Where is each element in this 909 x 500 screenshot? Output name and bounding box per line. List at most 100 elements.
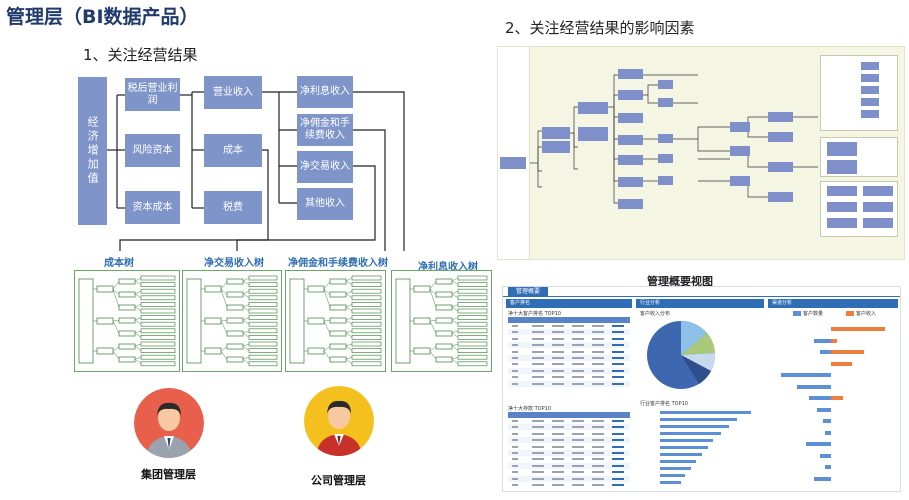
persona-label-group: 集团管理层 [141,468,196,481]
factor-root-box [500,157,526,169]
factor-box [768,162,793,172]
table-title-2: 净十大存款 TOP10 [508,406,551,412]
data-table-2 [508,418,630,490]
factor-box [658,154,673,163]
factor-box [618,69,643,79]
bar [825,465,831,469]
panel-header-2: 渠道分析 [768,299,898,308]
table-row [508,374,630,381]
bar-chart-right [771,323,897,489]
bar [814,338,831,343]
bar [660,453,703,456]
data-table-1 [508,323,630,387]
person-icon [134,388,204,458]
table-row [508,342,630,349]
bar [831,350,864,354]
factor-box [768,132,793,142]
bar-chart-middle [640,407,764,489]
factor-box [618,177,643,187]
table-row [508,329,630,336]
bar [825,430,831,435]
factor-box [618,155,643,165]
table-header [508,412,630,418]
factor-box [730,122,750,132]
tree-label-3: 净利息收入树 [418,262,478,273]
table-row [508,348,630,355]
table-row [508,335,630,342]
table-row [508,469,630,476]
pie-chart [647,320,716,389]
col3-box-3: 其他收入 [297,188,353,220]
table-row [508,355,630,361]
tree-thumbnail-3 [391,270,492,372]
bar [808,396,831,400]
bar [817,407,831,412]
table-row [508,462,630,469]
bar [819,453,831,458]
legend-label-0: 客户数量 [803,311,824,317]
section1-title: 1、关注经营结果 [83,46,198,64]
root-box: 经济增加值 [78,77,107,225]
factor-side-card [820,181,898,237]
bar [660,467,691,470]
table-header [508,317,630,323]
tree-thumbnail-2 [285,270,386,372]
tree-thumbnail-1 [182,270,282,372]
table-title-1: 净十大客户排名 TOP10 [508,311,561,317]
legend-label-1: 客户收入 [856,311,877,317]
table-row [508,456,630,463]
tree-label-2: 净佣金和手续费收入树 [288,258,388,269]
factor-box [542,141,570,153]
bar [660,418,737,421]
factor-box [768,192,793,202]
factor-side-card [820,55,898,131]
col3-box-1: 净佣金和手续费收入 [297,114,353,146]
factor-box [658,176,673,185]
factor-box [578,102,608,114]
col2-box-2: 税费 [204,191,262,224]
bar [660,439,713,442]
dashboard-screenshot: 管理概要 客户排名 行业分析 渠道分析 净十大客户排名 TOP10 净十大存款 … [502,286,901,492]
page-title: 管理层（BI数据产品） [6,6,199,28]
bar [822,419,831,423]
bar [660,425,730,428]
table-row [508,367,630,374]
pie-title: 客户收入分布 [640,311,671,317]
factor-box [578,127,608,141]
col1-box-2: 资本成本 [125,191,180,224]
bar [660,474,685,477]
panel-header-0: 客户排名 [506,299,632,308]
bar [660,481,682,484]
factor-box [618,113,643,123]
tree-label-1: 净交易收入树 [204,258,264,269]
col1-box-1: 风险资本 [125,134,180,167]
bar [814,476,831,481]
factor-box [730,146,750,156]
section2-title: 2、关注经营结果的影响因素 [505,19,695,37]
dashboard-title: 管理概要视图 [647,275,713,288]
persona-avatar-group [134,388,204,458]
bar [831,327,885,331]
col1-box-0: 税后营业利润 [125,78,180,111]
col2-box-0: 营业收入 [204,76,262,109]
bar [780,373,831,377]
persona-avatar-company [304,386,374,456]
bar [831,396,843,400]
factor-box [658,98,673,107]
factor-box [618,135,643,145]
factor-box [618,199,643,209]
factor-box [768,112,793,122]
diagram-blank-column [498,47,530,259]
table-row [508,430,630,437]
factor-diagram-panel [497,46,905,260]
tree-label-0: 成本树 [104,258,134,269]
dashboard-tab-rule [503,296,900,297]
bar [831,361,852,366]
table-row [508,424,630,431]
table-row [508,418,630,424]
bar [660,411,752,414]
col2-box-1: 成本 [204,134,262,167]
table-row [508,475,630,482]
table-row [508,443,630,450]
